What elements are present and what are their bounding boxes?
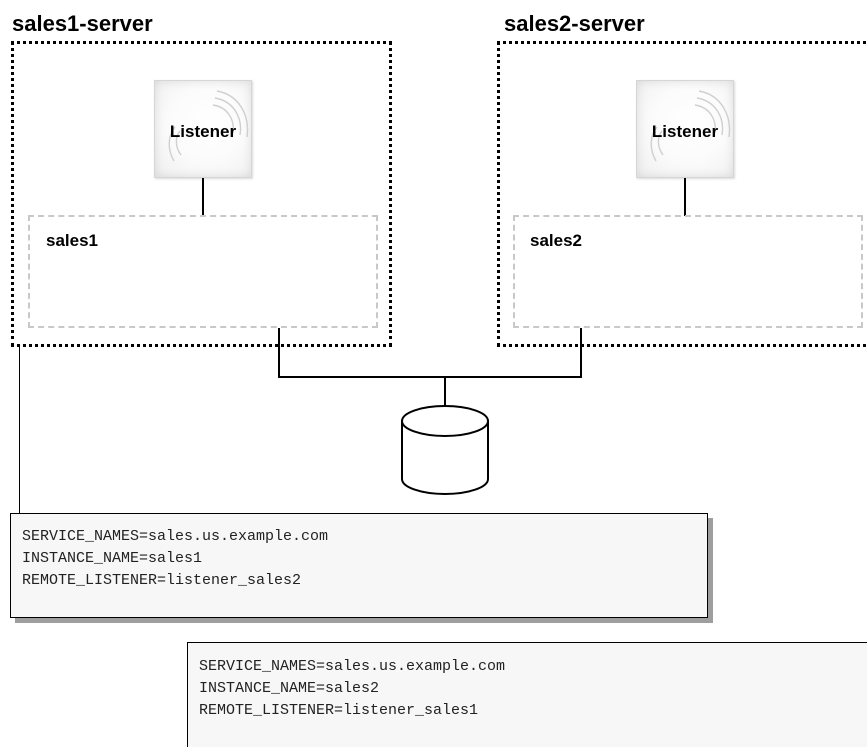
listener-icon-sales2: Listener <box>636 80 734 178</box>
instance-box-sales1: sales1 <box>28 215 378 328</box>
connector-instance2-down <box>580 328 582 378</box>
database-cylinder-icon <box>401 405 489 495</box>
config-line: INSTANCE_NAME=sales2 <box>199 680 380 697</box>
server-title-sales2: sales2-server <box>504 11 645 36</box>
config-line: SERVICE_NAMES=sales.us.example.com <box>22 528 329 545</box>
config-box-sales1: SERVICE_NAMES=sales.us.example.com INSTA… <box>10 513 708 618</box>
listener-label-sales2: Listener <box>651 122 719 141</box>
instance-box-sales2: sales2 <box>513 215 863 328</box>
server-box-sales1 <box>11 41 392 347</box>
listener-label-sales1: Listener <box>169 122 237 141</box>
connector-listener1-instance <box>202 178 204 216</box>
listener-waves-icon <box>168 90 249 162</box>
config-line: SERVICE_NAMES=sales.us.example.com <box>199 658 506 675</box>
connector-listener2-instance <box>684 178 686 216</box>
connector-to-database <box>444 376 446 406</box>
connector-horizontal <box>278 376 582 378</box>
listener-waves-icon <box>650 90 731 162</box>
config-line: INSTANCE_NAME=sales1 <box>22 550 203 567</box>
server-box-sales2 <box>497 41 867 347</box>
config-line: REMOTE_LISTENER=listener_sales2 <box>22 572 302 589</box>
config-box-sales2: SERVICE_NAMES=sales.us.example.com INSTA… <box>187 642 867 747</box>
server-title-sales1: sales1-server <box>12 11 153 36</box>
connector-instance1-down <box>278 328 280 378</box>
listener-icon-sales1: Listener <box>154 80 252 178</box>
instance-label-sales2: sales2 <box>530 231 582 250</box>
callout-line-sales1 <box>19 347 20 513</box>
instance-label-sales1: sales1 <box>46 231 98 250</box>
config-line: REMOTE_LISTENER=listener_sales1 <box>199 702 479 719</box>
